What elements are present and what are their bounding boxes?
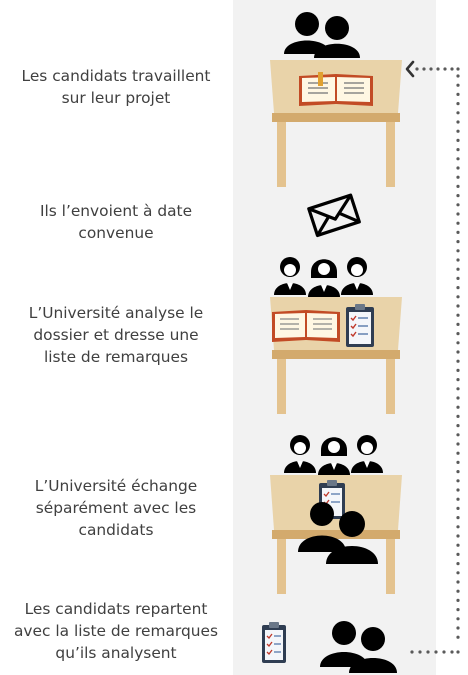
- clipboard-icon: [262, 622, 286, 663]
- three-reviewers-icon: [274, 257, 373, 297]
- open-book-icon: [299, 72, 373, 106]
- two-people-icon: [320, 621, 397, 673]
- step-4-text: L’Université échange séparément avec les…: [34, 477, 198, 539]
- step-5-illustration: [262, 621, 397, 673]
- step-5-text: Les candidats repartent avec la liste de…: [13, 600, 218, 662]
- two-people-icon: [298, 502, 378, 564]
- envelope-icon: [307, 193, 361, 238]
- step-1-illustration: [270, 12, 402, 187]
- step-1-text: Les candidats travaillent sur leur proje…: [21, 67, 211, 107]
- step-2-text: Ils l’envoient à date convenue: [39, 202, 193, 242]
- step-4-illustration: [270, 435, 402, 594]
- clipboard-icon: [346, 304, 374, 347]
- step-3-text: L’Université analyse le dossier et dress…: [28, 304, 204, 366]
- open-book-icon: [272, 310, 340, 342]
- step-3-illustration: [270, 257, 402, 414]
- three-reviewers-icon: [284, 435, 383, 475]
- two-people-icon: [284, 12, 360, 58]
